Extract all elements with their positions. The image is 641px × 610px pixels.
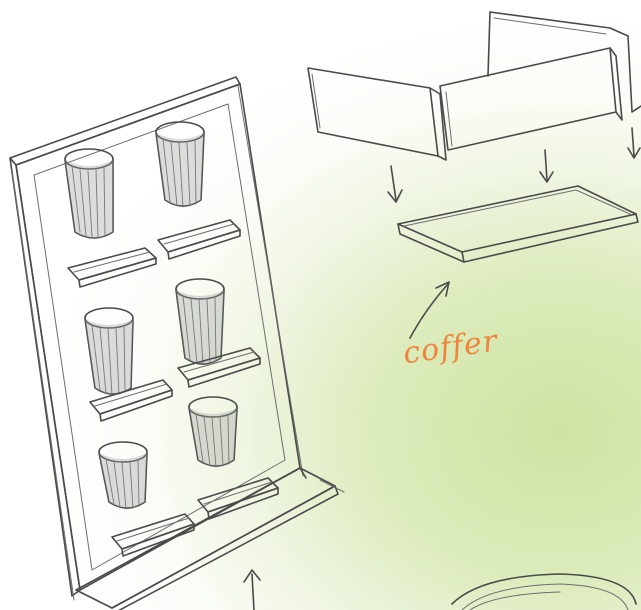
coffer-panel-center <box>440 48 622 150</box>
cup-rim-partial <box>452 574 636 610</box>
shelf-6 <box>198 478 278 519</box>
cup-1 <box>65 149 113 238</box>
up-arrow-icon <box>244 570 260 610</box>
cup-4 <box>176 279 224 365</box>
down-arrow-icon <box>388 166 402 202</box>
coffer-panel-left <box>308 68 446 160</box>
shelf-2 <box>158 220 240 259</box>
coffer-tray <box>398 186 638 262</box>
cup-6 <box>189 397 237 467</box>
pointer-arrow-icon <box>410 282 449 338</box>
cup-5 <box>99 442 147 509</box>
display-panel <box>10 77 303 600</box>
cup-3 <box>85 308 133 395</box>
coffer-panel-back <box>488 12 641 112</box>
down-arrow-icon <box>540 150 553 182</box>
shelf-1 <box>68 248 156 287</box>
down-arrow-icon <box>628 128 640 158</box>
cup-2 <box>156 122 204 207</box>
